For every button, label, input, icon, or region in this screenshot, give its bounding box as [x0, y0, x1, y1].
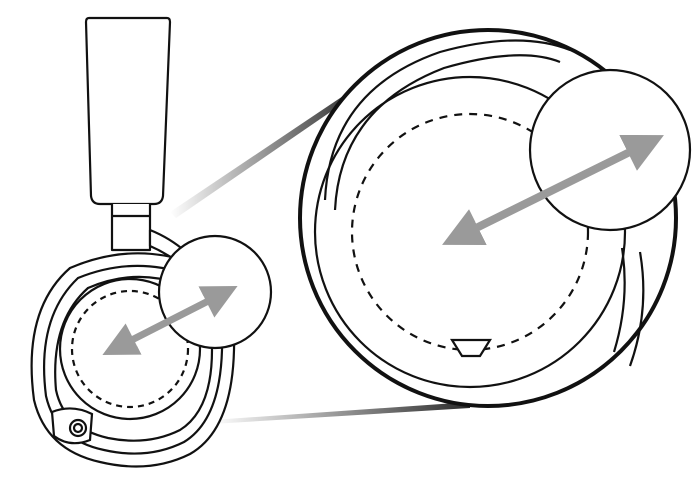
headband [84, 16, 188, 264]
callout-line-top [170, 88, 361, 218]
shell-edge-inner [333, 54, 561, 211]
callout-line-bottom [212, 402, 470, 424]
zoom-circle-large [528, 68, 692, 232]
callout-lines [170, 88, 470, 424]
shell-edge-outer [323, 39, 571, 201]
notch-marker-icon [450, 338, 492, 358]
zoom-circle-small [157, 234, 273, 350]
headband-arm [84, 16, 172, 206]
headband-slider [110, 204, 152, 252]
power-button-inner [72, 422, 84, 434]
shell-edge-right [612, 247, 626, 353]
double-arrow-large-icon [442, 134, 664, 246]
double-arrow-icon [102, 286, 238, 355]
power-button-icon [68, 418, 88, 438]
shell-edge-right-outer [628, 251, 645, 367]
